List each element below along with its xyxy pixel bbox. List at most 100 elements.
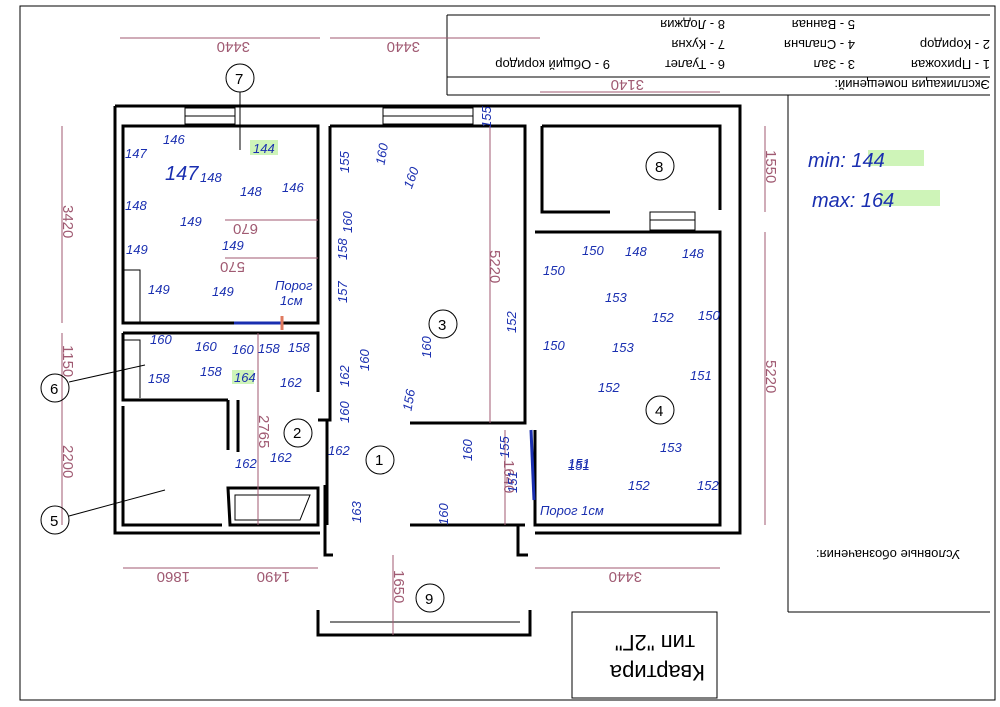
svg-text:155: 155 (479, 106, 494, 128)
room-6-number: 6 (50, 381, 58, 398)
svg-text:152: 152 (652, 310, 674, 325)
svg-text:148: 148 (625, 244, 647, 259)
kitchen-readings: 146 144 147 147 148 148 146 148 149 149 … (125, 132, 304, 299)
explication-item-5: 5 - Ванная (792, 17, 855, 32)
room-9-number: 9 (425, 591, 433, 608)
threshold-line-bedroom (529, 429, 536, 501)
title-line-1: Квартира (609, 660, 705, 685)
svg-text:148: 148 (682, 246, 704, 261)
svg-text:148: 148 (125, 198, 147, 213)
svg-text:160: 160 (436, 503, 451, 525)
svg-text:150: 150 (543, 263, 565, 278)
dim-hall-height: 5220 (486, 250, 503, 283)
svg-text:149: 149 (148, 282, 170, 297)
dim-bottom-1490: 1490 (257, 568, 290, 585)
dim-bottom-3440: 3440 (609, 568, 642, 585)
threshold-note-top: Порог (275, 278, 313, 293)
svg-text:158: 158 (148, 371, 170, 386)
svg-text:147: 147 (165, 163, 199, 185)
svg-text:149: 149 (180, 214, 202, 229)
room-7-number: 7 (235, 71, 243, 88)
svg-text:160: 160 (150, 332, 172, 347)
dim-left-toilet: 1150 (59, 345, 76, 377)
title-line-2: тип "2Г" (615, 630, 695, 655)
svg-text:162: 162 (270, 450, 292, 465)
explication-heading: Экспликация помещений: (834, 77, 990, 92)
entry-readings: 162 162 162 163 160 160 151 151 (235, 439, 590, 525)
room-markers: 1 2 3 4 5 6 7 8 9 (40, 63, 675, 613)
svg-text:151: 151 (690, 368, 712, 383)
explication-item-7: 7 - Кухня (671, 37, 725, 52)
title-block: Квартира тип "2Г" (571, 611, 718, 699)
explication-item-3: 3 - Зал (814, 57, 855, 72)
dim-top-hall: 3440 (387, 38, 420, 55)
svg-text:144: 144 (253, 141, 275, 156)
max-value-note: max: 164 (812, 190, 894, 212)
svg-text:160: 160 (232, 342, 254, 357)
svg-text:155: 155 (497, 436, 512, 458)
svg-text:150: 150 (543, 338, 565, 353)
dim-inner-570: 570 (220, 258, 245, 275)
dim-left-kitchen: 3420 (59, 205, 76, 238)
explication-item-6: 6 - Туалет (665, 57, 725, 72)
svg-text:151: 151 (568, 456, 590, 471)
sheet-frame (19, 5, 996, 701)
svg-text:153: 153 (605, 290, 627, 305)
bedroom-readings: 150 150 148 148 153 152 150 150 153 151 … (543, 243, 720, 493)
svg-text:160: 160 (195, 339, 217, 354)
svg-text:158: 158 (200, 364, 222, 379)
min-value-note: min: 144 (808, 150, 885, 172)
svg-text:151: 151 (505, 471, 520, 493)
threshold-note-bedroom: Порог 1см (540, 503, 604, 518)
svg-text:160: 160 (373, 141, 392, 166)
svg-text:147: 147 (125, 146, 147, 161)
svg-text:148: 148 (200, 170, 222, 185)
room-3-number: 3 (438, 317, 446, 334)
svg-text:162: 162 (337, 365, 352, 387)
room-4-number: 4 (655, 403, 663, 420)
svg-text:158: 158 (335, 238, 350, 260)
svg-text:160: 160 (400, 164, 422, 190)
svg-text:160: 160 (337, 401, 352, 423)
svg-text:152: 152 (628, 478, 650, 493)
explication-item-4: 4 - Спальня (784, 37, 855, 52)
dim-entry-1640: 1640 (500, 460, 517, 493)
svg-text:148: 148 (240, 184, 262, 199)
room-8-number: 8 (655, 159, 663, 176)
svg-text:162: 162 (280, 375, 302, 390)
dim-bedroom-height: 5220 (762, 360, 779, 393)
svg-text:150: 150 (582, 243, 604, 258)
svg-text:158: 158 (288, 340, 310, 355)
svg-text:152: 152 (697, 478, 719, 493)
svg-text:156: 156 (400, 387, 419, 412)
svg-text:164: 164 (234, 370, 256, 385)
svg-text:163: 163 (349, 501, 364, 523)
legend-heading: Условные обозначения: (816, 547, 960, 562)
dim-loggia-height: 1550 (762, 150, 779, 183)
dim-left-bath: 2200 (59, 445, 76, 478)
room-5-number: 5 (50, 513, 58, 530)
svg-text:152: 152 (504, 311, 519, 333)
svg-text:153: 153 (660, 440, 682, 455)
svg-text:153: 153 (612, 340, 634, 355)
svg-text:162: 162 (328, 443, 350, 458)
svg-text:162: 162 (235, 456, 257, 471)
svg-text:146: 146 (282, 180, 304, 195)
svg-text:149: 149 (212, 284, 234, 299)
svg-text:149: 149 (126, 242, 148, 257)
svg-text:160: 160 (419, 336, 434, 358)
explication-block: Экспликация помещений: 1 - Прихожая 3 - … (446, 14, 990, 96)
apartment-walls (113, 104, 742, 637)
svg-text:160: 160 (460, 439, 475, 461)
svg-text:150: 150 (698, 308, 720, 323)
dim-top-kitchen: 3440 (217, 38, 250, 55)
svg-text:149: 149 (222, 238, 244, 253)
explication-item-9: 9 - Общий коридор (495, 57, 610, 72)
svg-text:146: 146 (163, 132, 185, 147)
explication-item-8: 8 - Лоджия (660, 17, 725, 32)
threshold-note-bottom: 1см (280, 293, 303, 308)
svg-text:152: 152 (598, 380, 620, 395)
toilet-readings: 160 160 158 158 158 158 164 162 160 (148, 332, 310, 390)
dim-inner-670: 670 (233, 220, 258, 237)
